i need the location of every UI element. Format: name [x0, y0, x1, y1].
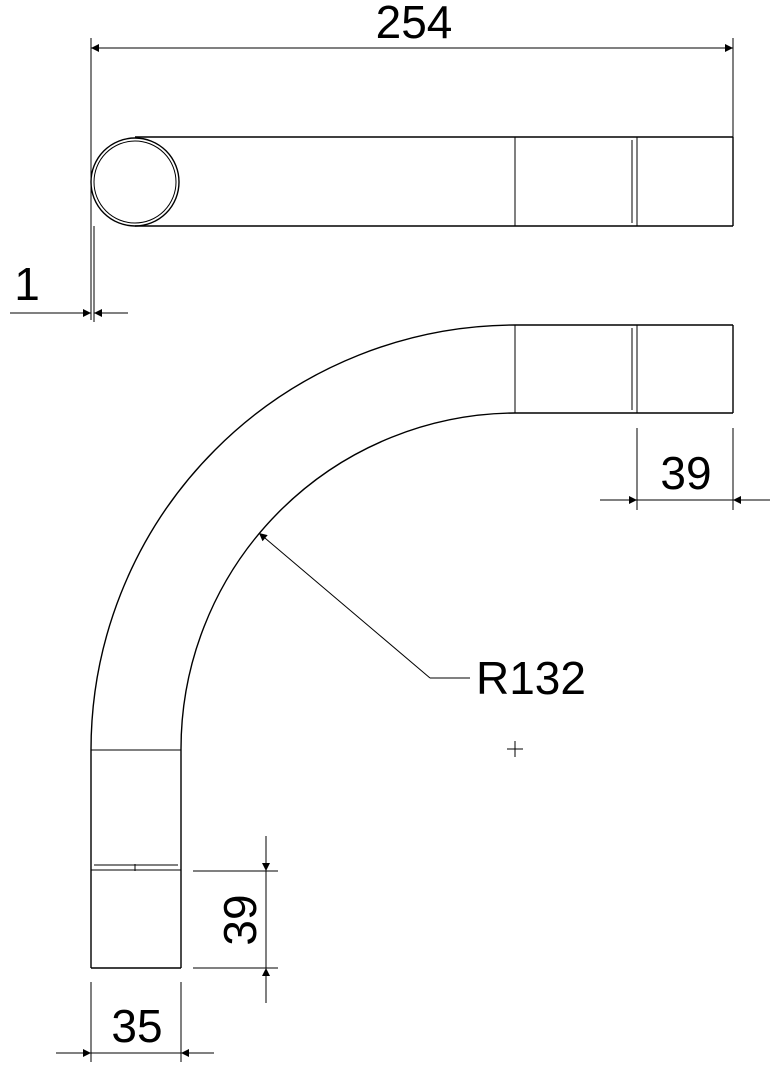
tube-end-inner — [93, 140, 177, 224]
overall-length-label: 254 — [376, 0, 453, 48]
socket-length-horizontal-label: 39 — [660, 447, 711, 499]
top-view-tube — [90, 136, 734, 227]
bend-radius-label: R132 — [476, 652, 586, 704]
dimension-wall-thickness: 1 — [10, 226, 128, 322]
dimension-bend-radius: R132 — [258, 532, 586, 704]
socket-length-vertical-label: 39 — [214, 894, 266, 945]
outer-diameter-label: 35 — [111, 1000, 162, 1052]
bend-view-tube — [90, 324, 734, 969]
wall-thickness-label: 1 — [14, 258, 40, 310]
dimension-overall-length: 254 — [90, 0, 734, 320]
dimension-outer-diameter: 35 — [56, 982, 214, 1062]
dimension-socket-vertical: 39 — [193, 836, 278, 1003]
tube-end-outer — [90, 137, 180, 227]
dimension-socket-horizontal: 39 — [600, 428, 770, 510]
